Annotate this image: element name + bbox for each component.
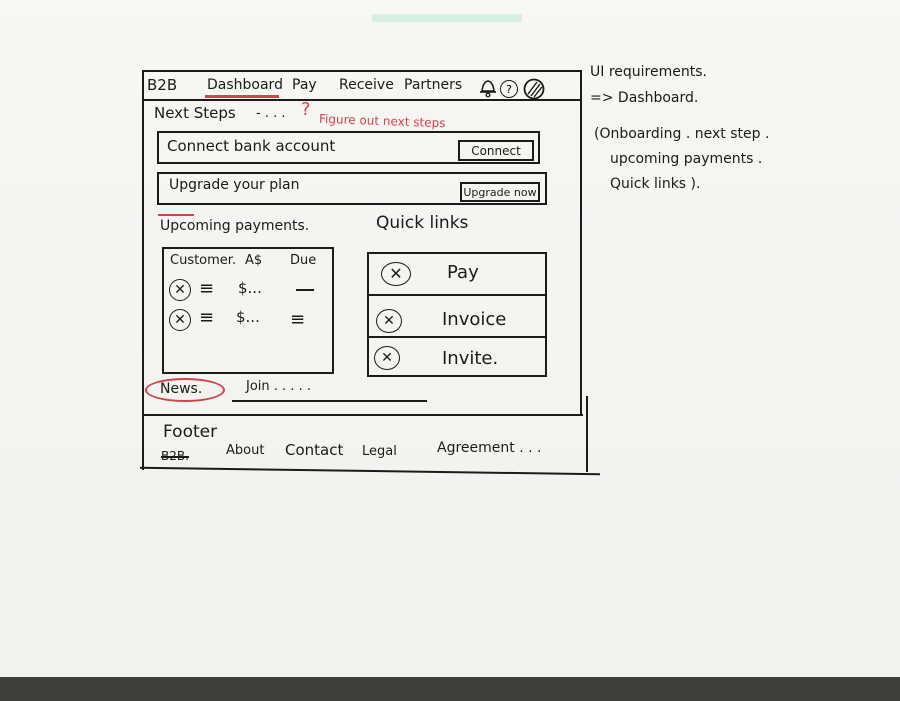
frame-top	[142, 70, 582, 72]
help-icon[interactable]: ?	[500, 80, 518, 98]
brand-logo[interactable]: B2B	[147, 76, 178, 94]
footer-brand-strike	[161, 456, 189, 458]
nav-dashboard[interactable]: Dashboard	[207, 77, 283, 93]
frame-left	[142, 70, 144, 470]
note-quick-links: Quick links ).	[610, 176, 701, 192]
next-steps-dots: - . . .	[256, 106, 286, 121]
note-dashboard: => Dashboard.	[590, 90, 699, 106]
news-join-text: Join . . . . .	[246, 379, 311, 394]
note-onboarding: (Onboarding . next step .	[594, 126, 770, 142]
upcoming-payments-title: Upcoming payments.	[160, 218, 310, 234]
next-step-bank-label: Connect bank account	[167, 137, 336, 155]
upcoming-title-red-mark	[158, 214, 194, 216]
quick-link-invoice[interactable]: Invoice	[442, 309, 507, 330]
note-upcoming: upcoming payments .	[610, 151, 763, 167]
quick-link-invite[interactable]: Invite.	[442, 348, 499, 369]
quick-link-divider	[367, 294, 547, 296]
main-bottom-rule	[143, 414, 583, 416]
customer-avatar-icon: ✕	[169, 309, 191, 331]
invoice-link-icon: ✕	[376, 309, 402, 333]
col-due: Due	[290, 253, 317, 268]
active-tab-underline	[205, 95, 279, 98]
avatar-icon[interactable]	[522, 78, 546, 100]
footer-contact[interactable]: Contact	[285, 441, 344, 459]
footer-right-edge	[586, 396, 588, 472]
due-placeholder	[296, 289, 314, 291]
col-amount: A$	[245, 253, 263, 268]
news-label[interactable]: News.	[160, 381, 203, 397]
quick-links-panel	[367, 252, 547, 377]
nav-bottom-rule	[143, 99, 581, 101]
next-steps-title: Next Steps	[154, 104, 236, 122]
col-customer: Customer.	[170, 253, 237, 268]
footer-legal[interactable]: Legal	[362, 444, 397, 459]
payment-amount: $...	[238, 279, 262, 297]
note-ui-requirements: UI requirements.	[590, 64, 707, 80]
frame-right	[580, 70, 582, 415]
next-step-card-plan	[157, 172, 547, 205]
news-underline	[232, 400, 427, 402]
news-red-circle	[145, 378, 225, 402]
quick-link-pay[interactable]: Pay	[447, 262, 479, 283]
payment-amount: $...	[236, 308, 260, 326]
text-placeholder-icon: ≡	[199, 307, 215, 328]
quick-link-divider	[367, 336, 547, 338]
footer-about[interactable]: About	[226, 443, 265, 458]
nav-receive[interactable]: Receive	[339, 77, 394, 93]
connect-button[interactable]: Connect	[458, 140, 534, 161]
invite-link-icon: ✕	[374, 346, 400, 370]
nav-partners[interactable]: Partners	[404, 77, 463, 93]
next-step-plan-label: Upgrade your plan	[169, 177, 300, 193]
question-mark: ?	[301, 99, 311, 120]
upgrade-now-button[interactable]: Upgrade now	[460, 182, 540, 202]
quick-links-title: Quick links	[376, 213, 469, 233]
due-placeholder-icon: ≡	[290, 309, 306, 330]
text-placeholder-icon: ≡	[199, 278, 215, 299]
pay-link-icon: ✕	[381, 262, 411, 286]
upcoming-payments-panel	[162, 247, 334, 374]
bell-icon[interactable]	[478, 76, 498, 98]
footer-agreement[interactable]: Agreement . . .	[437, 440, 542, 456]
background-wall	[0, 0, 900, 22]
customer-avatar-icon: ✕	[169, 279, 191, 301]
next-step-card-bank	[157, 131, 540, 164]
nav-pay[interactable]: Pay	[292, 77, 317, 93]
footer-title: Footer	[163, 422, 218, 442]
